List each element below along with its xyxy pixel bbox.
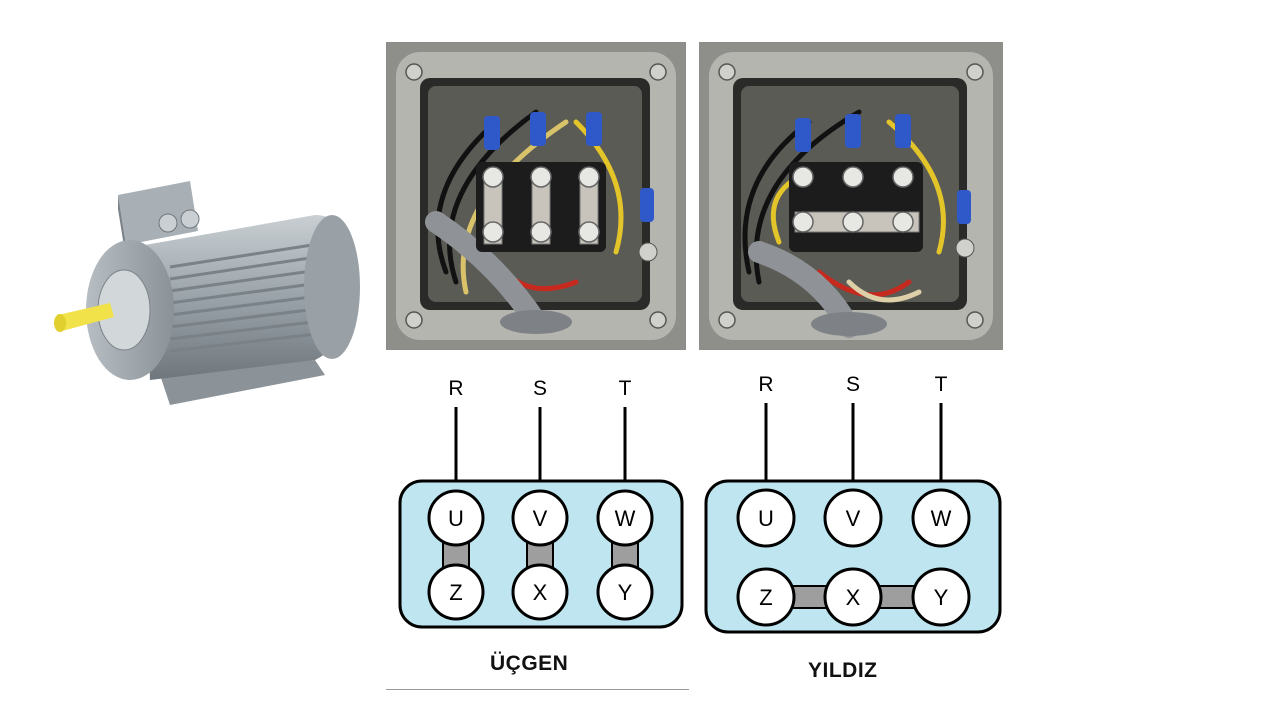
- delta-terminal-y: [596, 563, 654, 621]
- delta-phase-label-s: S: [533, 377, 547, 400]
- delta-terminal-label-z: Z: [449, 580, 462, 605]
- star-terminal-label-x: X: [846, 585, 861, 610]
- star-terminal-x: [823, 567, 883, 627]
- star-terminal-v: [823, 488, 883, 548]
- star-phase-label-t: T: [935, 373, 948, 396]
- star-phase-label-s: S: [846, 373, 860, 396]
- delta-terminal-x: [511, 563, 569, 621]
- delta-terminal-box-photo: [386, 42, 686, 350]
- delta-terminal-z: [427, 563, 485, 621]
- delta-terminal-label-v: V: [533, 506, 548, 531]
- motor-illustration: [54, 181, 360, 405]
- star-terminal-label-z: Z: [759, 585, 772, 610]
- delta-terminal-w: [596, 489, 654, 547]
- star-terminal-label-y: Y: [934, 585, 949, 610]
- star-terminal-y: [911, 567, 971, 627]
- delta-terminal-label-y: Y: [618, 580, 633, 605]
- star-terminal-label-v: V: [846, 506, 861, 531]
- delta-phase-label-r: R: [448, 377, 463, 400]
- delta-terminal-label-w: W: [615, 506, 636, 531]
- delta-phase-label-t: T: [619, 377, 632, 400]
- star-terminal-label-w: W: [931, 506, 952, 531]
- delta-connection-diagram: R S T U V W Z X Y: [398, 377, 684, 629]
- star-connection-diagram: R S T U V W Z X Y: [704, 373, 1002, 634]
- star-terminal-box-photo: [699, 42, 1003, 350]
- star-caption: YILDIZ: [808, 659, 878, 682]
- star-terminal-z: [736, 567, 796, 627]
- star-phase-label-r: R: [758, 373, 773, 396]
- delta-caption: ÜÇGEN: [490, 652, 569, 675]
- star-terminal-w: [911, 488, 971, 548]
- delta-caption-divider: [386, 689, 689, 690]
- star-terminal-label-u: U: [758, 506, 774, 531]
- star-terminal-u: [736, 488, 796, 548]
- delta-terminal-v: [511, 489, 569, 547]
- delta-terminal-label-x: X: [533, 580, 548, 605]
- delta-terminal-u: [427, 489, 485, 547]
- delta-terminal-label-u: U: [448, 506, 464, 531]
